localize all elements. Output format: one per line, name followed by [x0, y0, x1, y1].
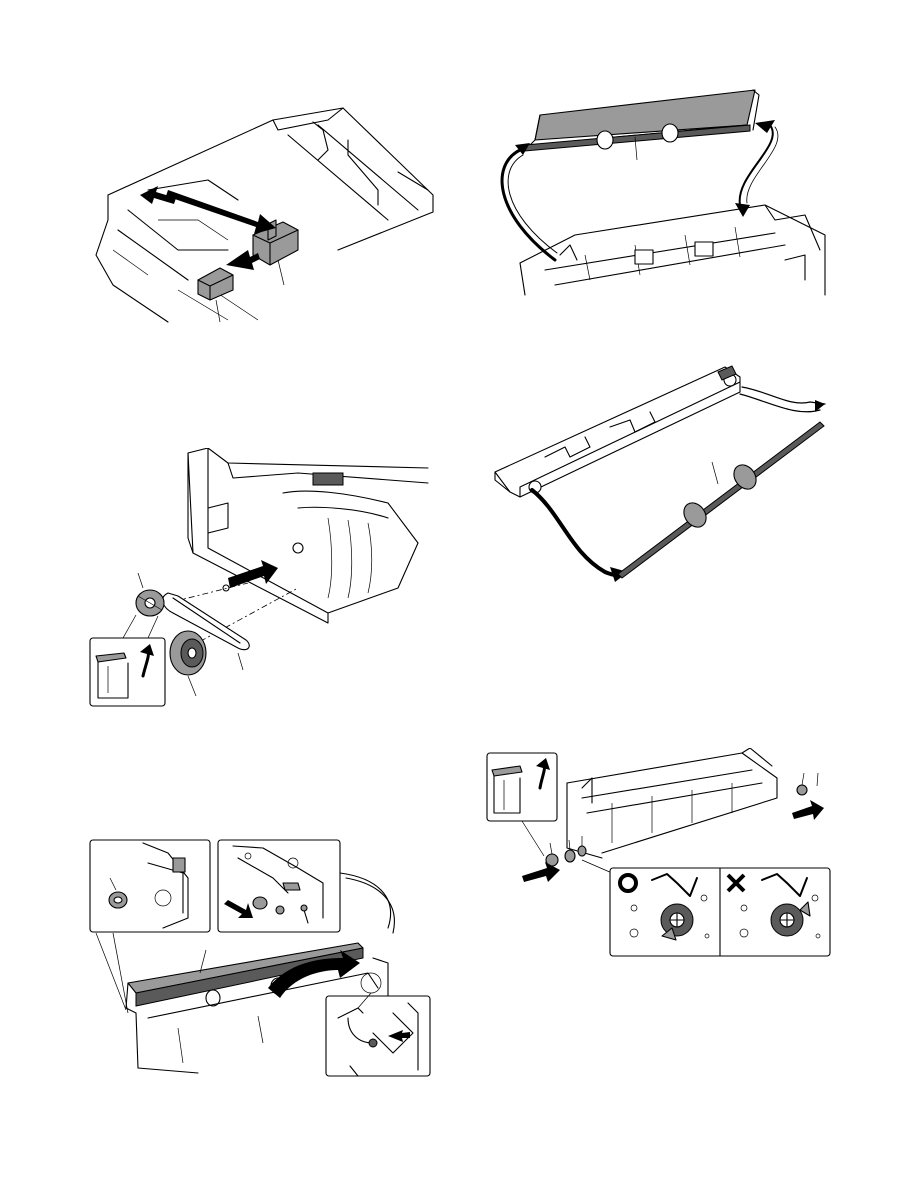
belt-leader [238, 653, 243, 670]
pulley-leader [188, 676, 196, 696]
inset-connector-b [96, 933, 126, 1010]
inset-screws [218, 840, 340, 932]
guide-block-left [198, 268, 233, 300]
detail-connector [582, 860, 612, 873]
latch-connector [522, 821, 544, 856]
leader-line-1 [216, 300, 220, 322]
figure-roller-shaft-removal [490, 362, 835, 597]
figure-bearing-orientation-check [482, 748, 832, 958]
cable-line [340, 873, 391, 928]
frame-unit [567, 748, 777, 858]
inset-connector-a [113, 933, 128, 1013]
detail-inset [90, 638, 165, 706]
tray-frame [96, 108, 433, 322]
guide-cover [495, 366, 740, 497]
side-frame [188, 448, 428, 623]
removal-arrows [140, 186, 276, 270]
roller-cover [525, 90, 759, 151]
large-pulley [170, 631, 206, 675]
leader-line-2 [278, 260, 284, 285]
roller-shaft [618, 422, 824, 578]
cable-line-2 [346, 878, 394, 933]
shaft-leader [712, 462, 718, 484]
inset-latch [487, 753, 557, 821]
figure-roller-assembly-lift [485, 85, 835, 300]
inset-connector [123, 615, 158, 638]
figure-paper-guide-removal [88, 100, 438, 330]
connector-focus-circle [361, 973, 381, 993]
figure-belt-and-pulley-removal [88, 448, 433, 708]
gear-leader [138, 573, 143, 588]
inset-connector [326, 996, 430, 1076]
paper-frame [520, 205, 825, 295]
small-gear [136, 590, 164, 616]
figure-roller-cover-and-clips [88, 838, 433, 1078]
comparison-panel [610, 868, 830, 956]
inset-bushing [90, 840, 210, 932]
